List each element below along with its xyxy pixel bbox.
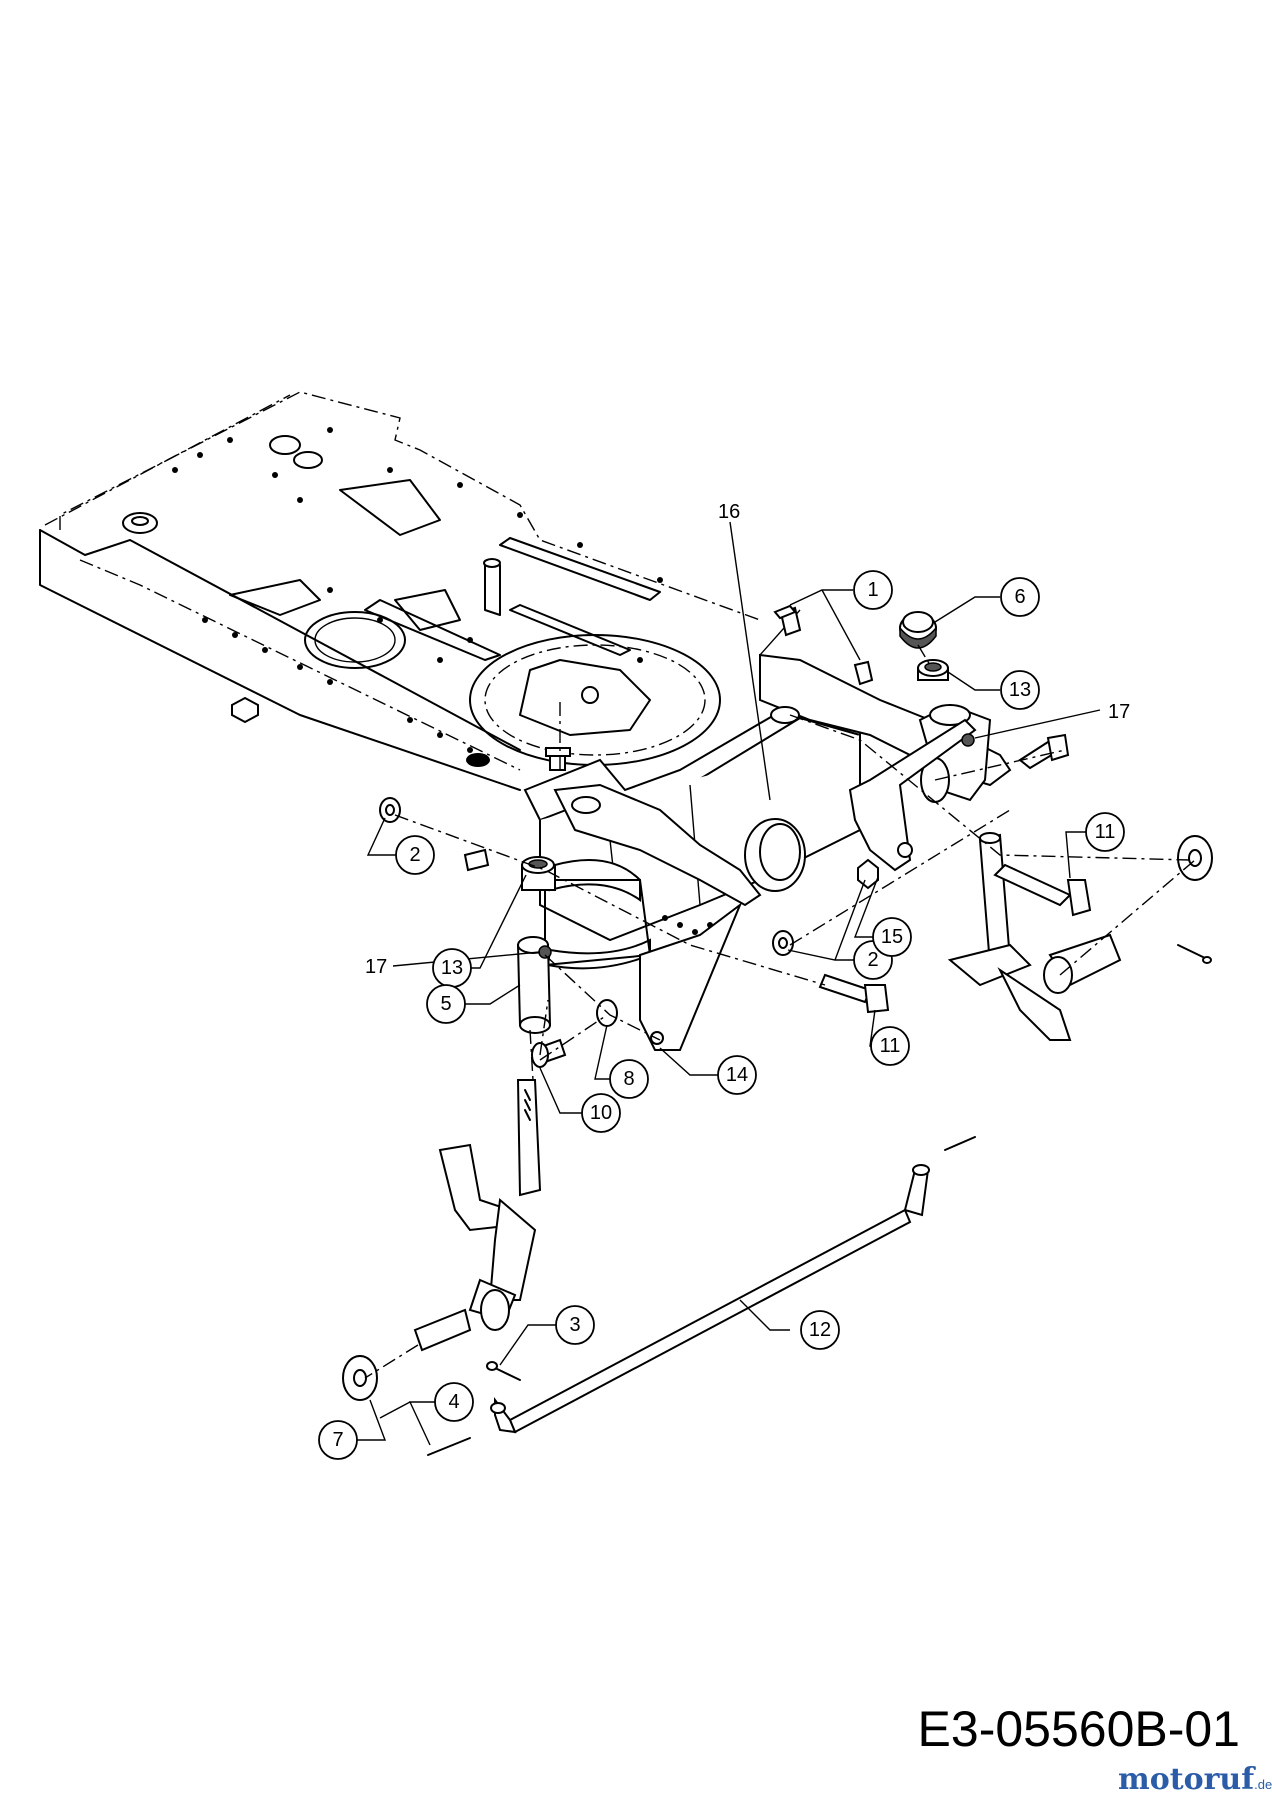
svg-text:17: 17 [1108, 701, 1130, 723]
callout-13-lower: 13 [432, 948, 472, 988]
svg-text:3: 3 [569, 1314, 580, 1336]
callout-14: 14 [717, 1055, 757, 1095]
callout-17-lower: 17 [365, 956, 387, 978]
svg-text:16: 16 [718, 501, 740, 523]
callout-15: 15 [872, 917, 912, 957]
left-spindle [342, 856, 743, 1401]
callout-16: 16 [718, 501, 740, 523]
callout-4: 4 [434, 1382, 474, 1422]
callout-bubbles: 1 6 13 17 16 2 11 13 17 [318, 501, 1130, 1460]
callout-11-lower: 11 [870, 1026, 910, 1066]
callout-6: 6 [1000, 577, 1040, 617]
callout-5: 5 [426, 984, 466, 1024]
fasteners [379, 604, 890, 1014]
brand-logo[interactable]: motoruf.de [1118, 1762, 1272, 1797]
brand-name: motoruf [1118, 1762, 1255, 1797]
brand-suffix: .de [1254, 1777, 1272, 1792]
svg-text:12: 12 [809, 1319, 831, 1341]
callout-11-right: 11 [1085, 812, 1125, 852]
alignment-lines [364, 644, 1196, 1379]
svg-text:6: 6 [1014, 586, 1025, 608]
callout-10: 10 [581, 1093, 621, 1133]
diagram-code: E3-05560B-01 [917, 1701, 1240, 1757]
callout-13-top: 13 [1000, 670, 1040, 710]
svg-text:2: 2 [867, 949, 878, 971]
svg-text:1: 1 [867, 579, 878, 601]
callout-12: 12 [800, 1310, 840, 1350]
svg-text:10: 10 [590, 1102, 612, 1124]
callout-7: 7 [318, 1420, 358, 1460]
tie-rod [427, 1136, 976, 1456]
chassis-frame [39, 391, 761, 791]
svg-text:14: 14 [726, 1064, 748, 1086]
svg-text:13: 13 [441, 957, 463, 979]
svg-text:4: 4 [448, 1391, 459, 1413]
svg-text:11: 11 [880, 1035, 901, 1057]
svg-text:17: 17 [365, 956, 387, 978]
svg-text:5: 5 [440, 993, 451, 1015]
callout-8: 8 [609, 1059, 649, 1099]
svg-text:7: 7 [332, 1429, 343, 1451]
svg-text:15: 15 [881, 926, 903, 948]
svg-text:11: 11 [1095, 821, 1116, 843]
svg-text:13: 13 [1009, 679, 1031, 701]
callout-3: 3 [555, 1305, 595, 1345]
callout-1: 1 [853, 570, 893, 610]
svg-text:8: 8 [623, 1068, 634, 1090]
right-spindle [848, 611, 1213, 1041]
callout-2-left: 2 [395, 835, 435, 875]
svg-text:2: 2 [409, 844, 420, 866]
callout-17-top: 17 [1108, 701, 1130, 723]
